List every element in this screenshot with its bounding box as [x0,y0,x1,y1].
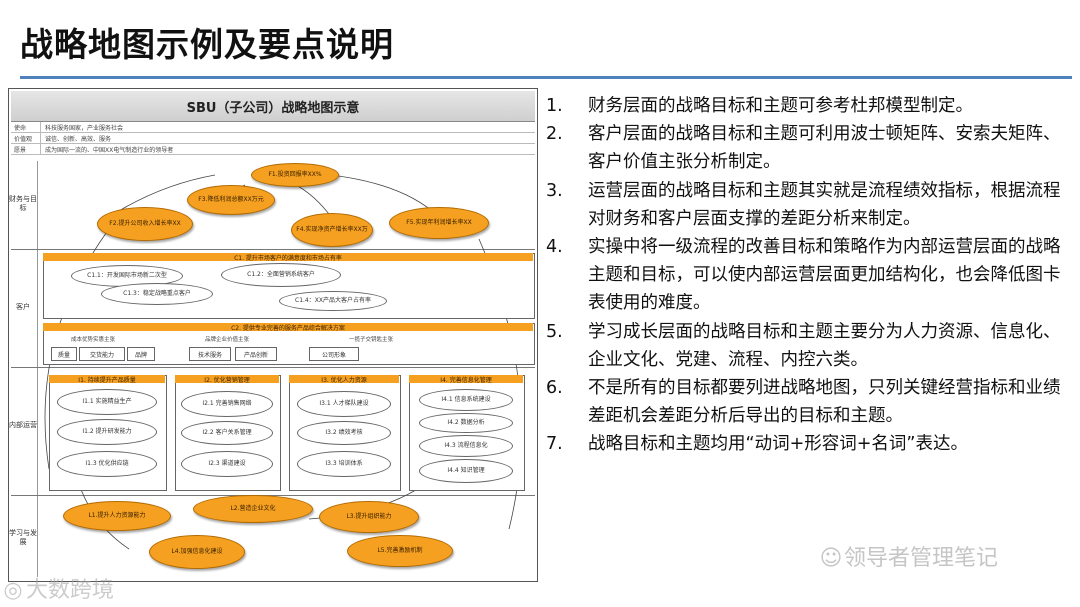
watermark-right: ☺领导者管理笔记 [818,540,998,572]
internal-objective: I1.3 优化供应链 [57,451,157,477]
internal-objective: I4.2 数据分析 [419,413,513,433]
key-point: 3.运营层面的战略目标和主题其实就是流程绩效指标，根据流程对财务和客户层面支撑的… [546,180,1061,229]
internal-objective: I3.3 培训体系 [297,451,391,477]
internal-objective: I3.2 绩效考核 [297,421,391,445]
page-title: 战略地图示例及要点说明 [20,25,394,64]
mvv-value: 诚信、创新、高效、服务 [45,135,112,143]
internal-band: I2. 优化营销管理 [175,375,279,384]
learning-objective: L1.提升人力资源能力 [63,501,171,531]
value-box: 交货能力 [79,347,125,361]
map-header: SBU（子公司）战略地图示意 [11,91,535,122]
learning-objective: L5.完善激励机制 [347,535,453,567]
value-box: 质量 [51,347,77,361]
value-box: 产品创新 [235,347,277,361]
mvv-key: 愿景 [11,144,41,154]
internal-band: I1. 持续提升产品质量 [49,375,165,384]
internal-objective: I2.2 客户关系管理 [181,421,273,445]
customer-objective: C1.2：全面营销系统客户 [221,263,341,287]
title-divider [20,76,1072,79]
key-point: 4.实操中将一级流程的改善目标和策略作为内部运营层面的战略主题和目标，可以使内部… [546,237,1061,314]
customer-objective: C1.4：XX产品大客户占有率 [279,291,387,311]
value-proposition-label: 一揽子交钥匙主张 [349,337,394,343]
key-point: 6.不是所有的目标都要列进战略地图，只列关键经营指标和业绩差距机会差距分析后导出… [546,378,1061,427]
zone-divider [11,249,535,250]
learning-objective: L4.加强信息化建设 [149,535,245,569]
mvv-row-vision: 愿景 成为国际一流的、中国XX电气制造行业的领导者 [11,144,535,155]
zone-divider-vertical [37,161,38,577]
customer-objective: C1.3：稳定战略重点客户 [101,283,213,305]
wechat-icon: ☺ [819,546,843,571]
value-box: 品牌 [127,347,155,361]
internal-objective: I3.1 人才梯队建设 [297,391,391,417]
customer-band: C1. 提升市场客户的满意度和市场占有率 [43,253,533,262]
mvv-value: 成为国际一流的、中国XX电气制造行业的领导者 [45,146,174,154]
value-box: 公司形象 [309,347,359,361]
internal-objective: I2.1 完善销售网络 [181,391,273,417]
finance-objective: F1.投资回报率XX% [251,163,339,187]
zone-divider [11,367,535,368]
mvv-row-mission: 使命 科技服务国家，产业服务社会 [11,122,535,133]
internal-band: I3. 优化人力资源 [289,375,399,384]
finance-objective: F4.实现净资产增长率XX万 [291,213,373,247]
customer-band: C2. 提供专业完善的服务产品综合解决方案 [43,323,533,332]
key-point: 1.财务层面的战略目标和主题可参考杜邦模型制定。 [546,96,973,116]
mvv-key: 价值观 [11,133,41,143]
mvv-row-values: 价值观 诚信、创新、高效、服务 [11,133,535,144]
internal-objective: I1.2 提升研发能力 [57,419,157,445]
zone-label-internal: 内部运营 [9,421,37,429]
watermark-text: 大数跨境 [26,578,115,603]
finance-objective: F3.降低利润总额XX万元 [187,185,275,215]
internal-objective: I4.4 知识管理 [419,459,513,483]
value-proposition-label: 品牌企业价值主张 [205,337,250,343]
internal-objective: I4.3 流程信息化 [419,435,513,457]
finance-objective: F2.提升公司收入增长率XX [97,207,193,241]
internal-objective: I4.1 信息系统建设 [419,389,513,411]
finance-objective: F5.实现年利润增长率XX [389,207,489,239]
key-point: 5.学习成长层面的战略目标和主题主要分为人力资源、信息化、企业文化、党建、流程、… [546,321,1061,370]
value-box: 技术服务 [189,347,231,361]
watermark-text: 领导者管理笔记 [844,546,999,571]
key-point: 2.客户层面的战略目标和主题可利用波士顿矩阵、安索夫矩阵、客户价值主张分析制定。 [546,124,1061,173]
learning-objective: L2.营造企业文化 [193,495,313,523]
zone-label-finance: 财务与目标 [9,195,37,212]
logo-icon: ◎ [3,578,23,603]
learning-objective: L3.提升组织能力 [319,501,419,533]
internal-objective: I2.3 渠道建设 [181,451,273,477]
internal-band: I4. 完善信息化管理 [409,375,523,384]
zone-label-learning: 学习与发展 [9,529,37,546]
zone-label-customer: 客户 [16,303,30,311]
mvv-key: 使命 [11,122,41,132]
mvv-value: 科技服务国家，产业服务社会 [45,124,124,132]
key-points-list: 1.财务层面的战略目标和主题可参考杜邦模型制定。 2.客户层面的战略目标和主题可… [546,92,1076,459]
value-proposition-label: 成本优势实惠主张 [71,337,116,343]
watermark-left: ◎大数跨境 [0,572,114,604]
key-point: 7.战略目标和主题均用“动词+形容词+名词”表达。 [546,434,968,455]
internal-objective: I1.1 实施精益生产 [57,389,157,415]
strategy-map-figure: SBU（子公司）战略地图示意 使命 科技服务国家，产业服务社会 价值观 诚信、创… [8,88,538,582]
